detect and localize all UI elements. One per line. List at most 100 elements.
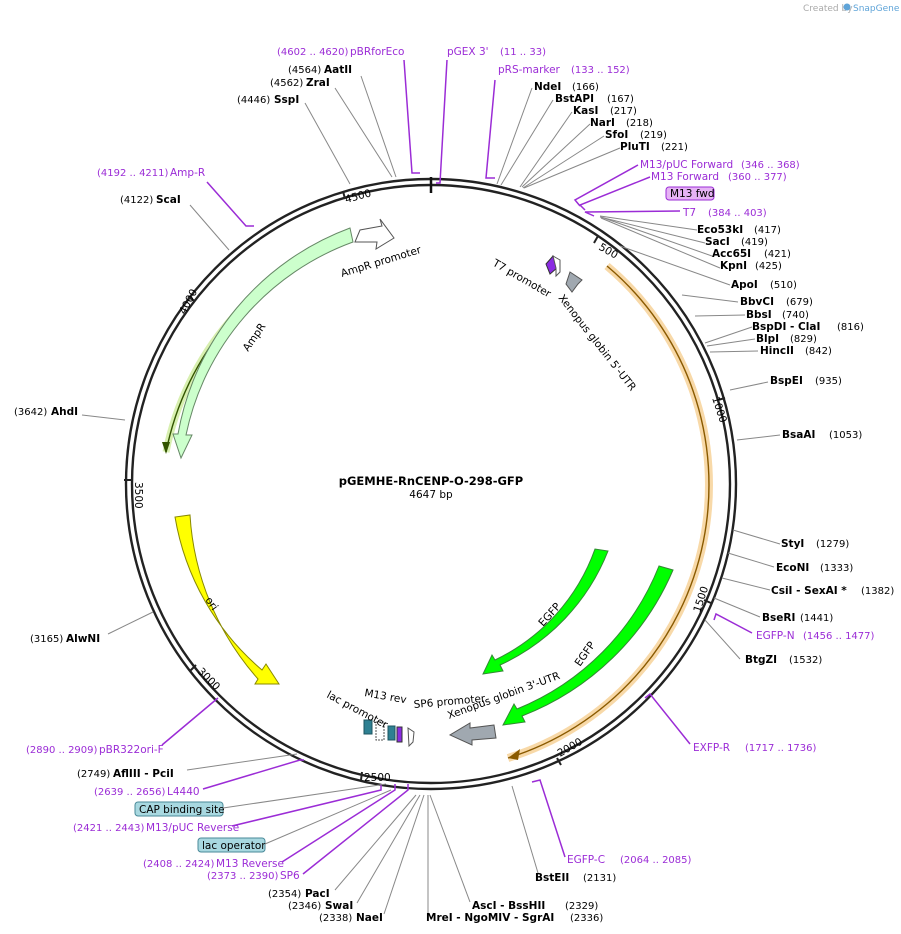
- enzyme-econi: EcoNI: [776, 562, 809, 574]
- primer-egfp-c: EGFP-C: [567, 854, 605, 866]
- svg-text:(2373 .. 2390): (2373 .. 2390): [207, 871, 279, 882]
- svg-text:(1717 .. 1736): (1717 .. 1736): [745, 743, 817, 754]
- enzyme-acc65i: Acc65I: [712, 248, 751, 260]
- tick-label-4000: 4000: [177, 287, 200, 316]
- feature-ampr-promoter[interactable]: [354, 218, 395, 250]
- svg-text:(417): (417): [754, 225, 781, 236]
- enzyme-bstapi: BstAPI: [555, 93, 594, 105]
- primer-egfp-n: EGFP-N: [756, 630, 795, 642]
- enzyme-aatii: AatII: [324, 64, 352, 76]
- enzyme-bspei: BspEI: [770, 375, 803, 387]
- svg-text:(1532): (1532): [789, 655, 822, 666]
- tick-label-500: 500: [597, 241, 620, 261]
- svg-text:(510): (510): [770, 280, 797, 291]
- svg-text:(1053): (1053): [829, 430, 862, 441]
- feature-lac-promoter[interactable]: [363, 719, 373, 735]
- enzyme-sfoi: SfoI: [605, 129, 628, 141]
- orf-arrow-icon: [508, 749, 520, 760]
- primer-lines: [161, 59, 753, 875]
- box-lac-operator: [197, 837, 266, 853]
- feature-egfp-1[interactable]: [482, 548, 609, 675]
- enzyme-alwni: AlwNI: [66, 633, 100, 645]
- watermark-brand: SnapGene: [853, 4, 900, 14]
- feature-m13-rev[interactable]: [396, 726, 403, 743]
- feature-ampr[interactable]: [172, 227, 354, 460]
- ampr-orf-highlight: [162, 233, 352, 453]
- feature-sp6-promoter[interactable]: [407, 727, 415, 748]
- svg-text:(133 .. 152): (133 .. 152): [571, 65, 630, 76]
- svg-text:(166): (166): [572, 82, 599, 93]
- svg-text:(4192 .. 4211): (4192 .. 4211): [97, 168, 169, 179]
- tick-label-3500: 3500: [132, 482, 144, 509]
- enzyme-apoi: ApoI: [731, 279, 758, 291]
- svg-text:(3165): (3165): [30, 634, 63, 645]
- svg-text:(346 .. 368): (346 .. 368): [741, 160, 800, 171]
- svg-text:(1333): (1333): [820, 563, 853, 574]
- enzyme-zrai: ZraI: [306, 77, 330, 89]
- label-ampr: AmpR: [241, 321, 269, 354]
- enzyme-styi: StyI: [781, 538, 804, 550]
- snapgene-logo-icon: [843, 3, 851, 11]
- svg-text:(2064 .. 2085): (2064 .. 2085): [620, 855, 692, 866]
- primer-pbrforeco: pBRforEco: [350, 46, 404, 58]
- label-m13-rev: M13 rev: [363, 687, 407, 706]
- svg-text:(1441): (1441): [800, 613, 833, 624]
- svg-text:(2421 .. 2443): (2421 .. 2443): [73, 823, 145, 834]
- enzyme-kpni: KpnI: [720, 260, 747, 272]
- svg-text:(2336): (2336): [570, 913, 603, 924]
- primer-exfp-r: EXFP-R: [693, 742, 730, 754]
- svg-text:(935): (935): [815, 376, 842, 387]
- feature-xenopus-3utr[interactable]: [448, 722, 497, 746]
- svg-text:(829): (829): [790, 334, 817, 345]
- primer-pgex3: pGEX 3': [447, 46, 489, 58]
- label-ampr-promoter: AmpR promoter: [339, 244, 423, 280]
- enzyme-bspdi-clai: BspDI - ClaI: [752, 321, 820, 333]
- enzyme-labels-left: (4564) AatII (4562) ZraI (4446) SspI (41…: [14, 64, 616, 924]
- enzyme-saci: SacI: [705, 236, 730, 248]
- enzyme-eco53ki: Eco53kI: [697, 224, 743, 236]
- svg-text:(4562): (4562): [270, 78, 303, 89]
- primer-labels: (4602 .. 4620) pBRforEco pGEX 3' (11 .. …: [26, 46, 875, 882]
- primer-sp6: SP6: [280, 870, 300, 882]
- enzyme-paci: PacI: [305, 888, 330, 900]
- enzyme-bbvci: BbvCI: [740, 296, 774, 308]
- label-xenopus-5utr: Xenopus globin 5'-UTR: [556, 292, 639, 393]
- svg-text:(2890 .. 2909): (2890 .. 2909): [26, 745, 98, 756]
- enzyme-nari: NarI: [590, 117, 615, 129]
- svg-text:(4602 .. 4620): (4602 .. 4620): [277, 47, 349, 58]
- svg-text:(4564): (4564): [288, 65, 321, 76]
- svg-text:(2131): (2131): [583, 873, 616, 884]
- feature-lac-operator[interactable]: [387, 725, 396, 741]
- orf-arc: [507, 265, 710, 759]
- svg-text:(1456 .. 1477): (1456 .. 1477): [803, 631, 875, 642]
- feature-ori[interactable]: [174, 514, 280, 685]
- svg-text:(221): (221): [661, 142, 688, 153]
- enzyme-blpi: BlpI: [756, 333, 779, 345]
- svg-text:(679): (679): [786, 297, 813, 308]
- feature-egfp-2[interactable]: [502, 565, 674, 726]
- feature-xenopus-5utr[interactable]: [565, 271, 583, 293]
- ampr-orf-arrow-icon: [162, 442, 170, 454]
- enzyme-bbsi: BbsI: [746, 309, 772, 321]
- feature-cap-site[interactable]: [375, 721, 385, 741]
- enzyme-ahdi: AhdI: [51, 406, 78, 418]
- primer-m13-reverse: M13 Reverse: [216, 858, 284, 870]
- svg-text:(2639 .. 2656): (2639 .. 2656): [94, 787, 166, 798]
- tick-label-3000: 3000: [195, 666, 222, 693]
- svg-text:(4446): (4446): [237, 95, 270, 106]
- primer-t7: T7: [682, 207, 696, 219]
- tick-label-2500: 2500: [364, 772, 391, 784]
- svg-text:(4122): (4122): [120, 195, 153, 206]
- feature-t7-promoter-b[interactable]: [552, 254, 561, 278]
- box-cap-binding-site: [134, 801, 224, 817]
- enzyme-bseri: BseRI: [762, 612, 795, 624]
- svg-text:(218): (218): [626, 118, 653, 129]
- enzyme-bsaai: BsaAI: [782, 429, 815, 441]
- svg-text:(167): (167): [607, 94, 634, 105]
- svg-text:(2346): (2346): [288, 901, 321, 912]
- svg-text:(3642): (3642): [14, 407, 47, 418]
- svg-text:(11 .. 33): (11 .. 33): [500, 47, 546, 58]
- svg-text:(842): (842): [805, 346, 832, 357]
- tick-marks: [124, 190, 726, 781]
